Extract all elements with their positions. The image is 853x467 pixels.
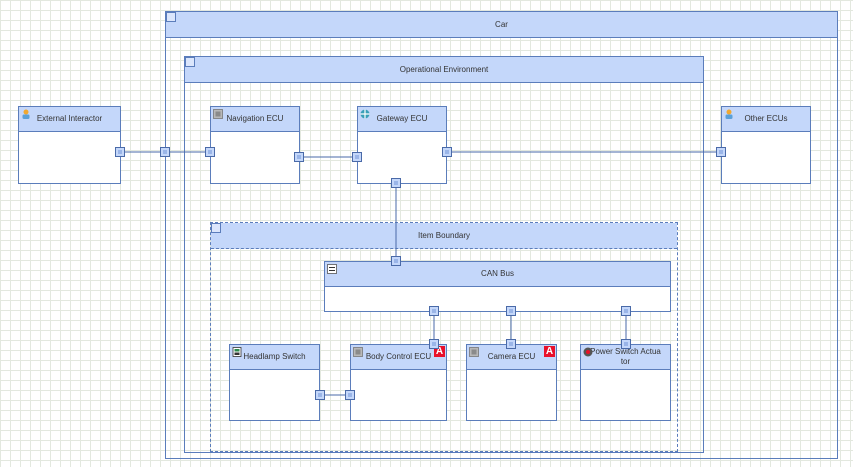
switch-icon [232, 347, 242, 357]
port-body-control-ecu-top[interactable] [429, 339, 439, 349]
asil-badge: A [544, 346, 555, 357]
external-interactor-block[interactable]: External Interactor [18, 106, 121, 184]
camera-ecu-header: Camera ECU [467, 345, 556, 370]
port-car[interactable] [160, 147, 170, 157]
car-frame-title: Car [495, 20, 508, 29]
other-ecus-header: Other ECUs [722, 107, 810, 132]
frame-icon [211, 223, 221, 233]
body-control-ecu-header: Body Control ECU [351, 345, 446, 370]
frame-icon [166, 12, 176, 22]
ecu-icon [469, 347, 479, 357]
external-interactor-header: External Interactor [19, 107, 120, 132]
item-boundary-header: Item Boundary [211, 223, 677, 249]
ecu-icon [353, 347, 363, 357]
power-switch-actuator-block[interactable]: Power Switch Actua tor [580, 344, 671, 421]
camera-ecu-block[interactable]: Camera ECU A [466, 344, 557, 421]
navigation-ecu-label: Navigation ECU [226, 114, 284, 123]
port-external-interactor[interactable] [115, 147, 125, 157]
can-bus-block[interactable]: CAN Bus [324, 261, 671, 312]
item-boundary-frame[interactable]: Item Boundary [210, 222, 678, 452]
other-ecus-block[interactable]: Other ECUs [721, 106, 811, 184]
port-body-control-ecu-left[interactable] [345, 390, 355, 400]
gateway-icon [360, 109, 370, 119]
port-other-ecus[interactable] [716, 147, 726, 157]
gateway-ecu-label: Gateway ECU [376, 114, 428, 123]
port-camera-ecu-top[interactable] [506, 339, 516, 349]
port-gateway-ecu-bottom[interactable] [391, 178, 401, 188]
can-bus-label: CAN Bus [481, 269, 514, 278]
port-gateway-ecu-right[interactable] [442, 147, 452, 157]
actor-icon [22, 109, 30, 119]
headlamp-switch-header: Headlamp Switch [230, 345, 319, 370]
ecu-icon [213, 109, 223, 119]
actuator-icon [583, 347, 593, 357]
port-power-switch-actuator-top[interactable] [621, 339, 631, 349]
port-gateway-ecu-left[interactable] [352, 152, 362, 162]
port-navigation-ecu-left[interactable] [205, 147, 215, 157]
body-control-ecu-label: Body Control ECU [365, 352, 432, 361]
headlamp-switch-label: Headlamp Switch [243, 352, 306, 361]
can-bus-header: CAN Bus [325, 262, 670, 287]
frame-icon [185, 57, 195, 67]
power-switch-actuator-label: Power Switch Actua tor [590, 347, 661, 366]
power-switch-actuator-header: Power Switch Actua tor [581, 345, 670, 370]
navigation-ecu-header: Navigation ECU [211, 107, 299, 132]
operational-environment-frame[interactable]: Operational Environment [184, 56, 704, 453]
asil-badge: A [434, 346, 445, 357]
item-boundary-title: Item Boundary [417, 231, 471, 240]
other-ecus-label: Other ECUs [744, 114, 788, 123]
bus-icon [327, 264, 337, 274]
gateway-ecu-header: Gateway ECU [358, 107, 446, 132]
operational-environment-header: Operational Environment [185, 57, 703, 83]
car-frame-header: Car [166, 12, 837, 38]
port-can-bus-3[interactable] [621, 306, 631, 316]
port-can-bus-1[interactable] [429, 306, 439, 316]
camera-ecu-label: Camera ECU [487, 352, 536, 361]
navigation-ecu-block[interactable]: Navigation ECU [210, 106, 300, 184]
port-can-bus-top[interactable] [391, 256, 401, 266]
port-can-bus-2[interactable] [506, 306, 516, 316]
operational-environment-title: Operational Environment [399, 65, 489, 74]
headlamp-switch-block[interactable]: Headlamp Switch [229, 344, 320, 421]
external-interactor-label: External Interactor [36, 114, 103, 123]
car-frame[interactable]: Car [165, 11, 838, 459]
port-navigation-ecu-right[interactable] [294, 152, 304, 162]
actor-icon [725, 109, 733, 119]
body-control-ecu-block[interactable]: Body Control ECU A [350, 344, 447, 421]
port-headlamp-switch[interactable] [315, 390, 325, 400]
gateway-ecu-block[interactable]: Gateway ECU [357, 106, 447, 184]
